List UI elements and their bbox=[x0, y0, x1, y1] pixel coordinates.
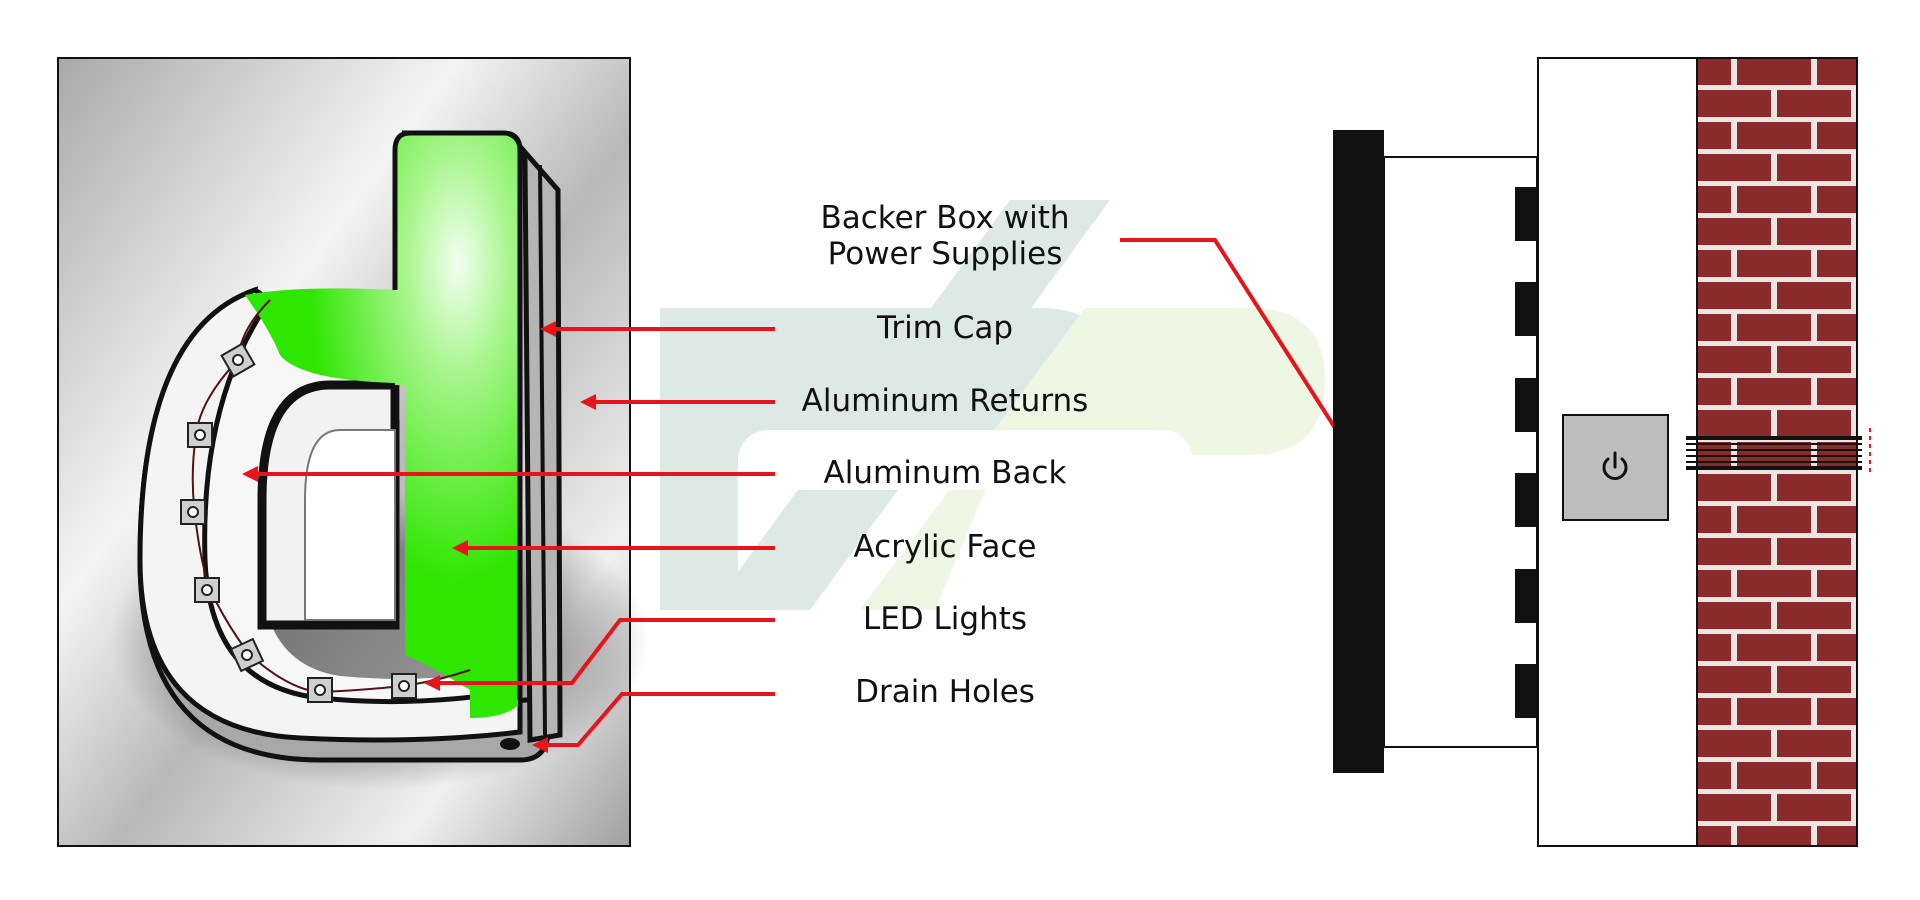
spacers bbox=[1515, 187, 1537, 718]
label-led-lights: LED Lights bbox=[862, 601, 1028, 637]
label-drain-holes: Drain Holes bbox=[855, 674, 1035, 710]
letter-return-side bbox=[1383, 156, 1538, 748]
letter-bowl bbox=[172, 285, 500, 717]
letter-face-side bbox=[1333, 130, 1384, 773]
label-backer-box: Backer Box with Power Supplies bbox=[760, 200, 1130, 272]
power-icon bbox=[1602, 451, 1628, 480]
label-aluminum-back: Aluminum Back bbox=[823, 455, 1067, 491]
watermark-logo bbox=[660, 200, 1325, 610]
label-backer-box-line1: Backer Box with bbox=[820, 200, 1070, 236]
led-modules bbox=[180, 342, 417, 703]
label-trim-cap: Trim Cap bbox=[876, 310, 1014, 346]
letter-illustration bbox=[57, 57, 650, 847]
arrow-led-lights bbox=[432, 618, 775, 685]
label-aluminum-returns: Aluminum Returns bbox=[801, 383, 1089, 419]
arrow-drain-holes bbox=[540, 692, 775, 747]
drain-hole bbox=[500, 738, 520, 750]
label-backer-box-line2: Power Supplies bbox=[827, 236, 1063, 272]
side-section-view bbox=[1333, 57, 1871, 847]
acrylic-face bbox=[245, 135, 518, 718]
brick-wall bbox=[1696, 57, 1858, 847]
conduit-wires bbox=[1686, 428, 1871, 474]
label-acrylic-face: Acrylic Face bbox=[853, 529, 1037, 565]
